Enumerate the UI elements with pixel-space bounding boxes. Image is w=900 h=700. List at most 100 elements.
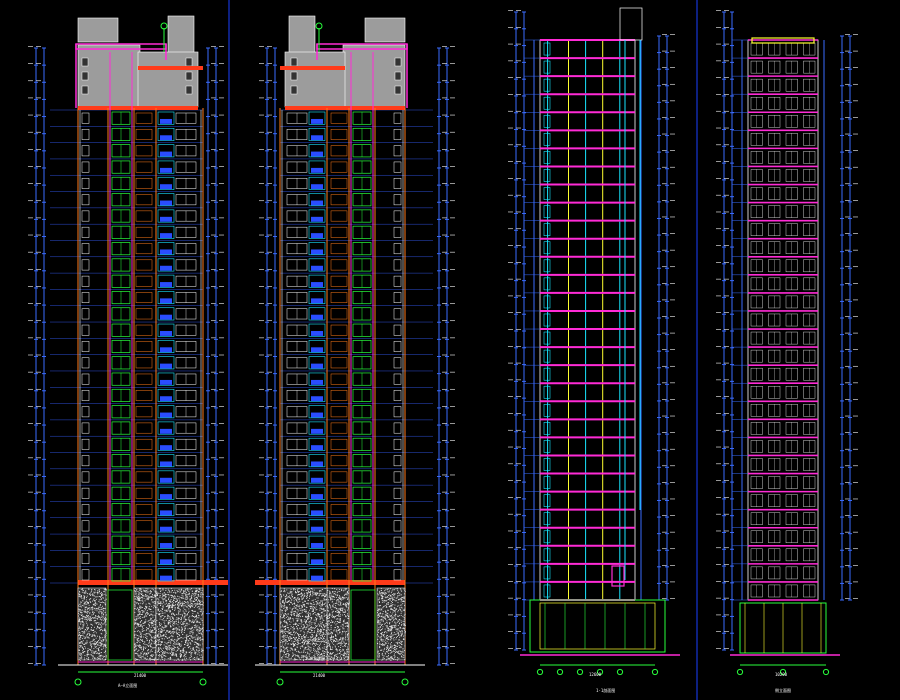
hatch-dot xyxy=(199,630,201,632)
window-glass xyxy=(160,575,172,581)
hatch-dot xyxy=(340,607,342,609)
hatch-dot xyxy=(154,591,156,593)
hatch-dot xyxy=(167,604,169,606)
hatch-dot xyxy=(321,602,323,604)
hatch-dot xyxy=(156,654,158,656)
hatch-dot xyxy=(391,632,393,634)
hatch-dot xyxy=(140,646,142,648)
hatch-dot xyxy=(336,631,338,633)
window-frame xyxy=(308,307,326,321)
hatch-dot xyxy=(153,638,155,640)
hatch-dot xyxy=(170,600,172,602)
hatch-dot xyxy=(398,619,400,621)
hatch-dot xyxy=(345,596,347,598)
hatch-dot xyxy=(150,611,152,613)
hatch-dot xyxy=(148,605,150,607)
hatch-dot xyxy=(191,602,193,604)
hatch-dot xyxy=(173,600,175,602)
hatch-dot xyxy=(399,653,401,655)
hatch-dot xyxy=(105,634,107,636)
hatch-dot xyxy=(146,636,148,638)
hatch-dot xyxy=(79,594,81,596)
hatch-dot xyxy=(142,630,144,632)
hatch-dot xyxy=(147,620,149,622)
hatch-dot xyxy=(179,589,181,591)
hatch-dot xyxy=(86,654,88,656)
hatch-dot xyxy=(394,649,396,651)
window xyxy=(330,373,348,385)
hatch-dot xyxy=(194,597,196,599)
hatch-dot xyxy=(163,644,165,646)
hatch-dot xyxy=(179,609,181,611)
hatch-dot xyxy=(79,653,81,655)
hatch-dot xyxy=(396,628,398,630)
window-glass xyxy=(311,298,323,304)
hatch-dot xyxy=(195,626,197,627)
hatch-dot xyxy=(396,593,398,594)
hatch-dot xyxy=(105,651,106,653)
hatch-dot xyxy=(174,607,176,609)
hatch-dot xyxy=(329,645,331,647)
hatch-dot xyxy=(327,643,329,644)
hatch-dot xyxy=(164,603,166,605)
hatch-dot xyxy=(191,621,193,623)
hatch-dot xyxy=(198,627,200,629)
hatch-dot xyxy=(188,640,189,642)
window xyxy=(330,504,348,516)
hatch-dot xyxy=(346,625,348,627)
hatch-dot xyxy=(173,628,175,630)
hatch-dot xyxy=(99,623,101,625)
hatch-dot xyxy=(291,593,293,595)
hatch-dot xyxy=(348,615,350,617)
hatch-dot xyxy=(197,639,199,641)
hatch-dot xyxy=(199,632,201,634)
hatch-dot xyxy=(154,621,156,623)
hatch-dot xyxy=(199,621,201,623)
hatch-dot xyxy=(191,615,193,617)
hatch-dot xyxy=(185,597,187,599)
hatch-dot xyxy=(100,626,102,628)
hatch-dot xyxy=(185,656,187,658)
hatch-dot xyxy=(97,616,99,618)
window xyxy=(135,520,153,532)
hatch-dot xyxy=(148,649,150,650)
window xyxy=(393,406,402,418)
hatch-dot xyxy=(136,626,138,628)
hatch-dot xyxy=(151,640,153,642)
window xyxy=(135,422,153,434)
hatch-dot xyxy=(145,598,147,600)
hatch-dot xyxy=(401,630,403,632)
hatch-dot xyxy=(157,595,159,596)
hatch-dot xyxy=(105,631,107,633)
hatch-dot xyxy=(149,615,151,616)
hatch-dot xyxy=(181,641,183,643)
hatch-dot xyxy=(340,625,342,627)
hatch-dot xyxy=(399,598,401,600)
hatch-dot xyxy=(103,623,105,625)
hatch-dot xyxy=(390,608,392,610)
hatch-dot xyxy=(200,628,202,629)
hatch-dot xyxy=(151,631,153,633)
window xyxy=(81,357,90,369)
hatch-dot xyxy=(382,591,384,593)
hatch-dot xyxy=(144,657,146,659)
hatch-dot xyxy=(194,593,196,595)
hatch-dot xyxy=(172,617,174,619)
window-frame xyxy=(308,209,326,223)
hatch-dot xyxy=(173,596,175,598)
hatch-dot xyxy=(386,592,388,594)
hatch-dot xyxy=(87,602,89,604)
hatch-dot xyxy=(193,616,195,617)
hatch-dot xyxy=(156,640,158,642)
window-glass xyxy=(311,477,323,483)
hatch-dot xyxy=(338,622,340,624)
hatch-dot xyxy=(98,648,99,650)
hatch-dot xyxy=(394,627,396,629)
hatch-dot xyxy=(347,623,349,625)
hatch-dot xyxy=(172,639,174,641)
hatch-dot xyxy=(404,590,406,592)
hatch-dot xyxy=(384,616,386,618)
hatch-dot xyxy=(387,616,389,618)
hatch-dot xyxy=(177,604,179,606)
hatch-dot xyxy=(301,605,303,607)
